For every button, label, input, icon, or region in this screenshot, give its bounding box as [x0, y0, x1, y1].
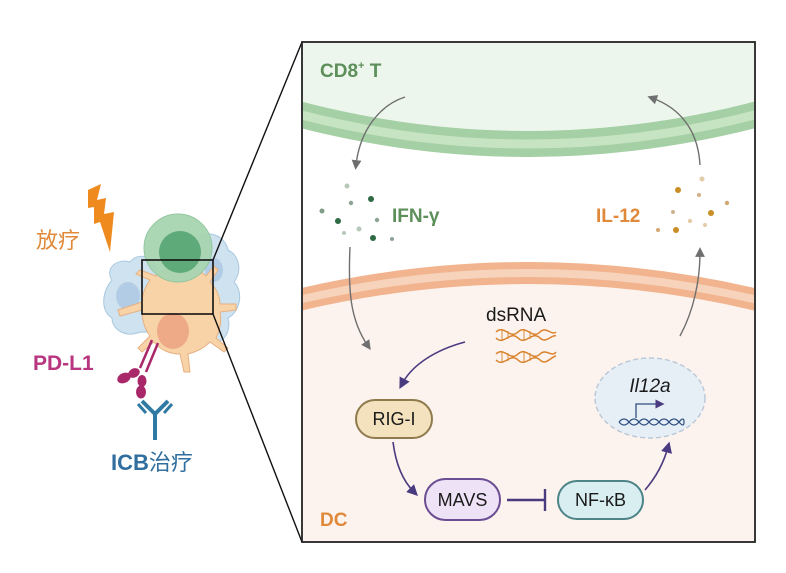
ifn-gamma-particles: [319, 183, 394, 241]
dc-cytoplasm: [303, 273, 754, 541]
icb-label-latin: ICB: [111, 450, 149, 475]
transcription-start-arrow-icon: [635, 399, 665, 418]
tcell-nucleus: [159, 231, 201, 273]
rig1-node[interactable]: RIG-I: [355, 399, 433, 439]
pdl1-molecules: [117, 339, 160, 399]
radiotherapy-label: 放疗: [36, 229, 80, 254]
dsrna-label: dsRNA: [486, 305, 547, 326]
nfkb-label: NF-κB: [575, 490, 626, 510]
il12-particles: [656, 176, 730, 233]
mavs-inhibits-nfkb-line: [507, 489, 547, 511]
il12a-gene-label: Il12a: [629, 376, 670, 397]
il12-to-tcell-arrow: [647, 95, 701, 166]
dsrna-helix-icon: [495, 329, 557, 363]
mavs-label: MAVS: [438, 490, 488, 510]
zoom-connector-top: [212, 41, 303, 261]
il12a-nucleus: Il12a: [594, 357, 706, 439]
nfkb-to-il12a-arrow: [644, 441, 672, 491]
tcell-label: CD8+ T: [320, 60, 382, 82]
nfkb-node[interactable]: NF-κB: [557, 480, 644, 520]
zoom-panel: CD8+ T DC IFN-γ: [301, 41, 756, 543]
antibody-icon: [136, 399, 174, 440]
tumor-nucleus-left: [116, 282, 140, 310]
left-illustration: 放疗 PD-L1: [33, 41, 303, 543]
ifn-entry-arrow: [348, 246, 371, 351]
dendritic-cell-nucleus: [157, 313, 189, 349]
dna-helix-icon: [618, 418, 685, 426]
ifn-gamma-label: IFN-γ: [392, 206, 440, 227]
icb-label: ICB治疗: [111, 450, 193, 476]
lightning-bolt-icon: [88, 184, 114, 252]
zoom-connector-bottom: [212, 313, 303, 543]
ifn-secretion-arrow: [351, 96, 406, 170]
zoom-panel-border: [301, 41, 756, 543]
mavs-node[interactable]: MAVS: [424, 478, 501, 521]
tcell-cytoplasm: [303, 43, 754, 145]
pdl1-label: PD-L1: [33, 352, 94, 375]
icb-label-cjk: 治疗: [149, 451, 193, 476]
rig1-label: RIG-I: [373, 409, 416, 429]
dc-label: DC: [320, 510, 348, 531]
il12-label: IL-12: [596, 206, 640, 227]
il12-release-arrow: [679, 247, 705, 337]
zoom-selection-box: [141, 259, 214, 315]
dsrna-to-rig1-arrow: [399, 341, 466, 389]
rig1-to-mavs-arrow: [392, 441, 418, 496]
